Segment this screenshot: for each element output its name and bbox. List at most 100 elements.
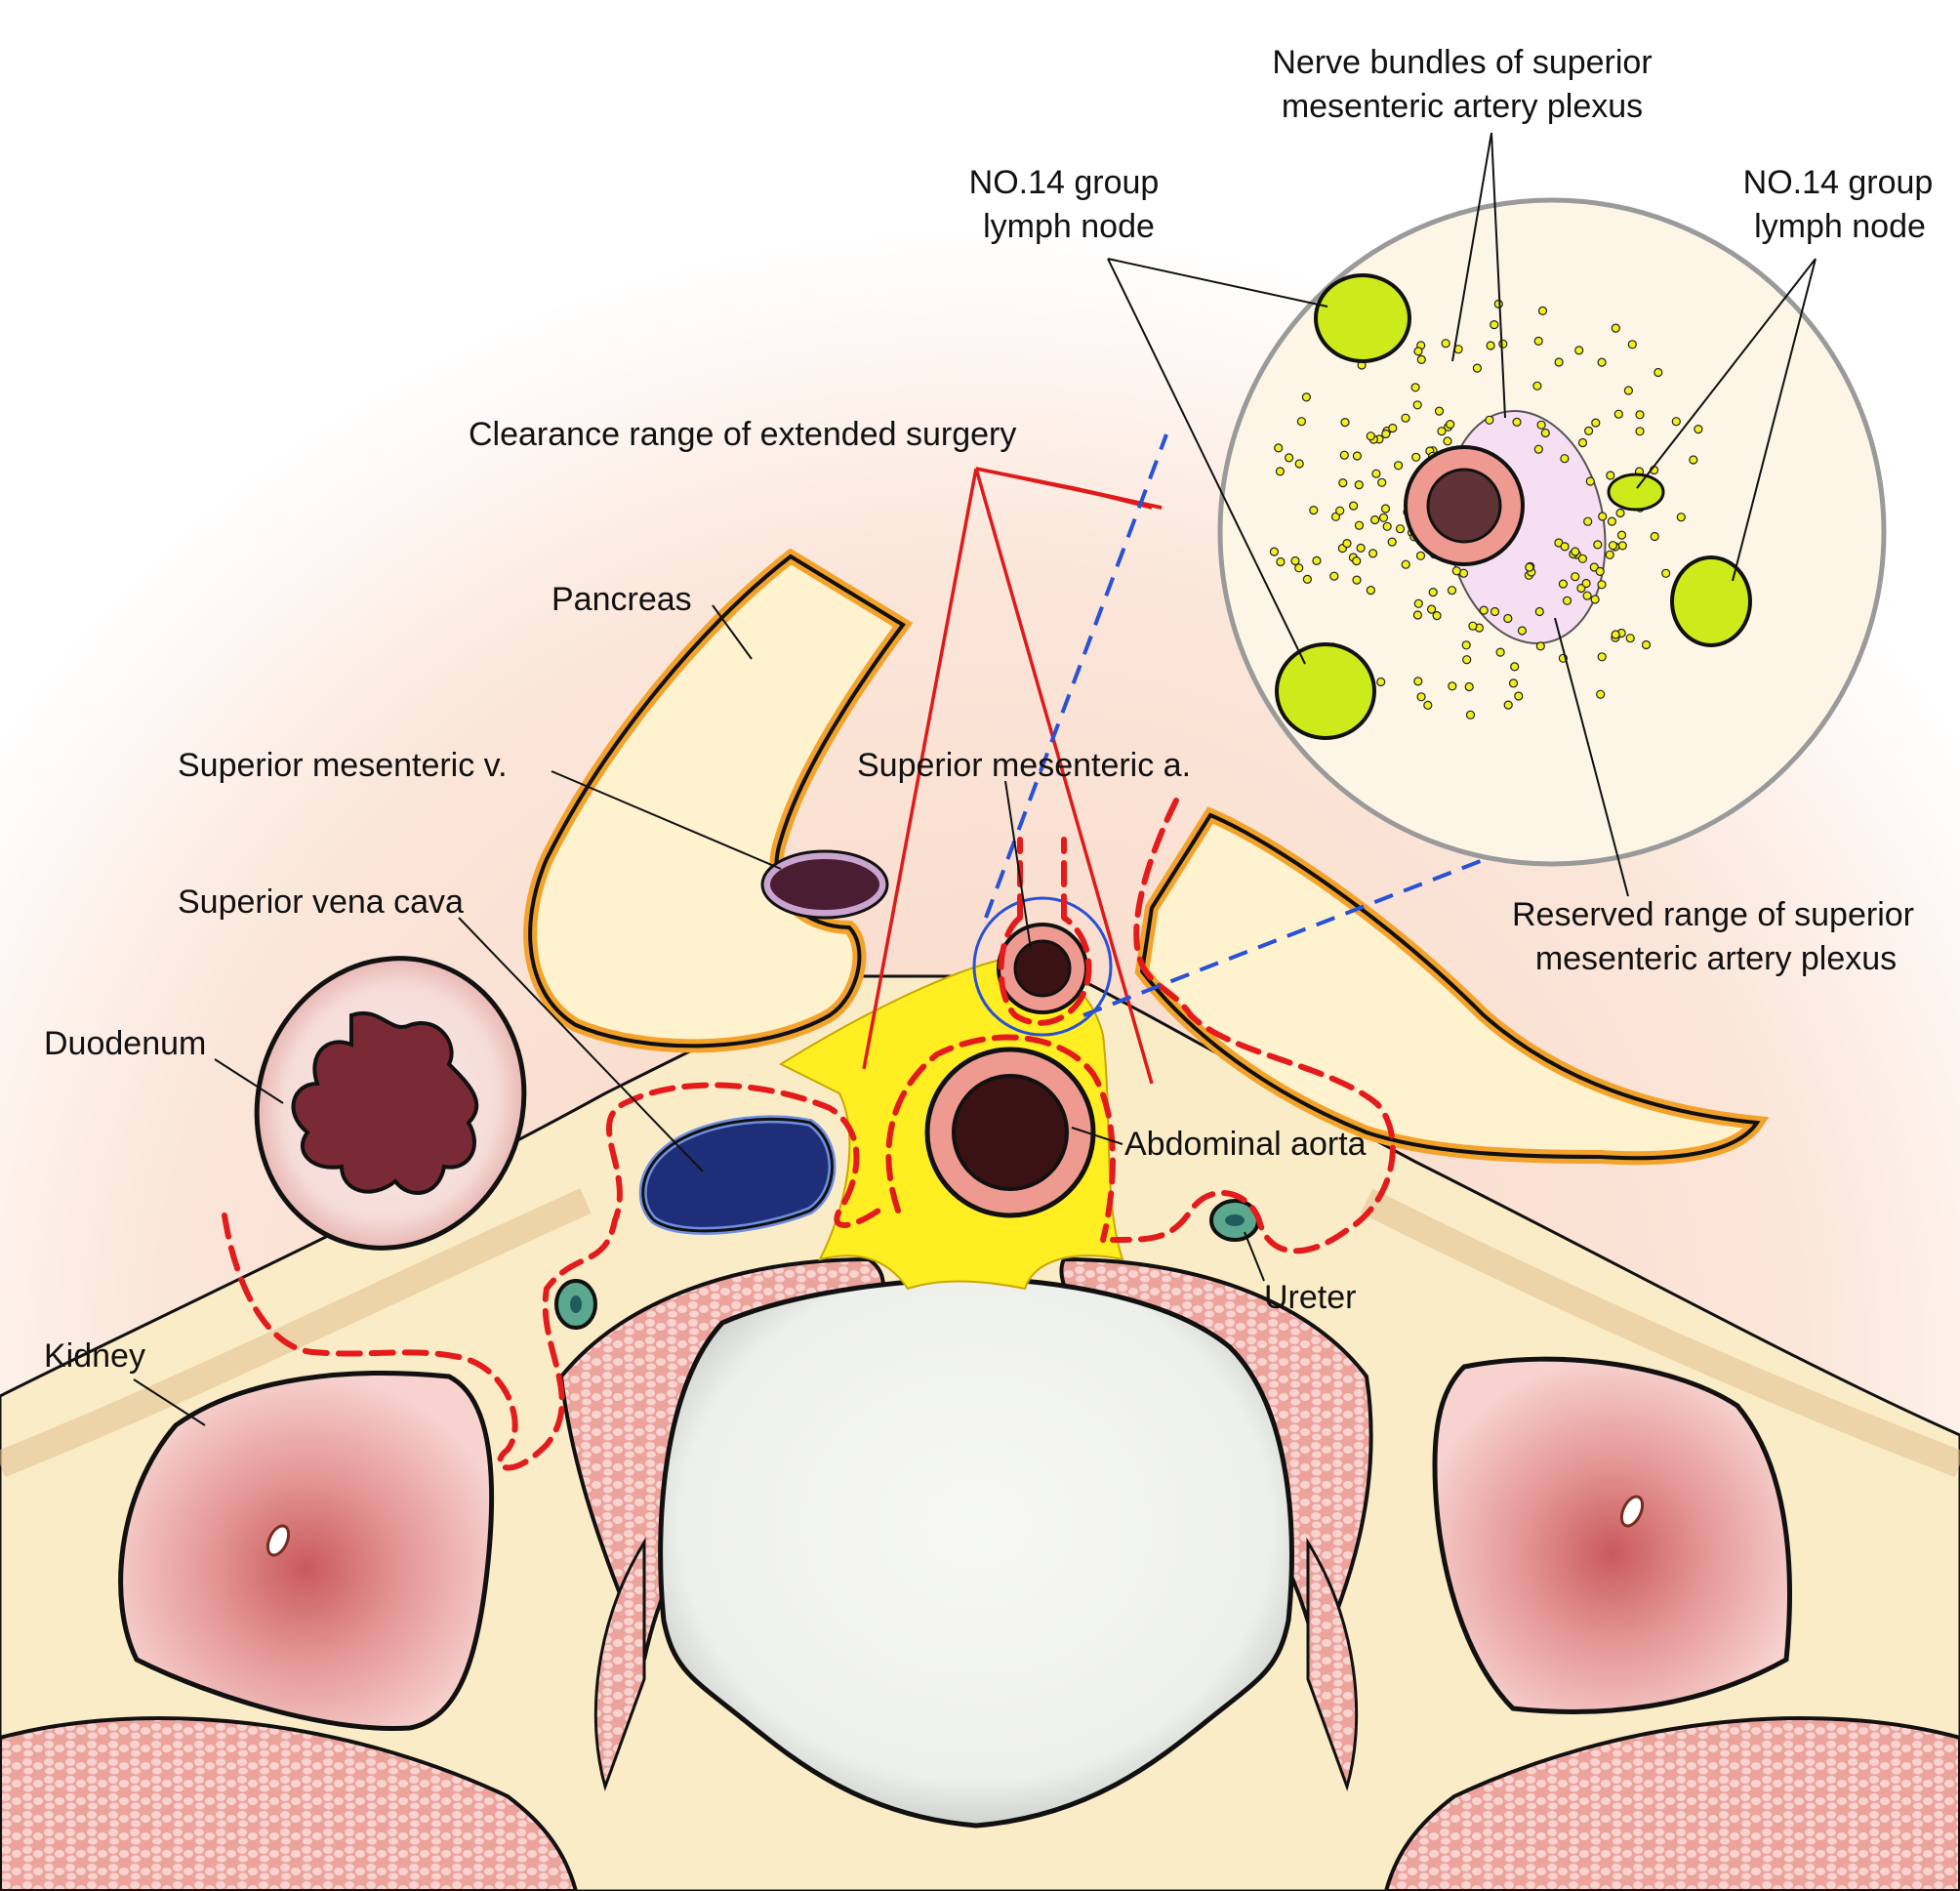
smv-outline [760, 849, 889, 920]
quadratus-muscle-left [593, 1537, 646, 1791]
nerve-bundle-dot [1533, 444, 1543, 454]
ureter-left-lumen [570, 1295, 582, 1313]
nerve-bundle-dot [1577, 554, 1588, 563]
leader-lymph-right [1636, 258, 1817, 582]
nerve-bundle-dot [1606, 471, 1615, 480]
nerve-bundle-dot [1534, 606, 1544, 617]
label-reserved-range-1: Reserved range of superior [1512, 896, 1914, 933]
nerve-bundle-dot [1413, 347, 1423, 356]
nerve-bundle-dot [1366, 585, 1376, 596]
nerve-bundle-dot [1554, 357, 1564, 367]
nerve-bundle-dot [1562, 596, 1572, 605]
clearance-contour-left [222, 1082, 881, 1471]
nerve-bundle-dot [1650, 531, 1659, 542]
nerve-bundle-dot [1595, 566, 1605, 577]
nerve-bundle-dot [1598, 512, 1608, 521]
nerve-bundle-dot [1448, 681, 1457, 691]
nerve-bundle-dot [1301, 392, 1312, 402]
nerve-bundle-dot [1560, 454, 1570, 464]
nerve-bundle-dot [1585, 476, 1595, 486]
nerve-bundle-dot [1597, 357, 1607, 367]
nerve-bundle-dot [1410, 383, 1420, 392]
nerve-bundle-dot [1490, 606, 1500, 617]
nerve-bundle-dot [1354, 520, 1365, 530]
nerve-bundle-dot [1294, 563, 1304, 573]
nerve-bundle-dot [1356, 543, 1366, 554]
nerve-bundle-dot [1577, 437, 1588, 448]
nerve-bundle-dot [1393, 461, 1404, 471]
nerve-bundle-dot [1597, 580, 1607, 590]
nerve-bundle-dot [1395, 524, 1406, 534]
nerve-bundle-dot [1615, 508, 1625, 518]
nerve-bundle-dot [1377, 477, 1387, 487]
nerve-bundle-dot [1581, 578, 1591, 589]
nerve-bundle-dot [1432, 610, 1442, 621]
nerve-bundle-dot [1416, 354, 1426, 364]
nerve-bundle-dot [1593, 540, 1603, 550]
nerve-bundle-dot [1447, 586, 1457, 596]
leader-kidney [133, 1378, 206, 1426]
nerve-bundle-dot [1330, 512, 1341, 521]
leader-nerve-bundles [1451, 132, 1506, 419]
nerve-bundle-dot [1368, 549, 1378, 558]
nerve-bundle-dot [1558, 579, 1569, 589]
label-superior-vena-cava: Superior vena cava [178, 884, 464, 921]
nerve-bundle-dot [1590, 595, 1600, 604]
nerve-bundle-dot [1464, 681, 1474, 692]
label-reserved-range-2: mesenteric artery plexus [1535, 940, 1897, 977]
nerve-bundle-dot [1597, 652, 1607, 662]
nerve-bundle-dot [1426, 604, 1437, 614]
label-lymph-node-left-2: lymph node [983, 208, 1155, 245]
nerve-bundle-dot [1352, 575, 1362, 585]
nerve-bundle-dot [1387, 537, 1397, 547]
label-pancreas: Pancreas [551, 581, 692, 618]
leader-lines [133, 132, 1817, 1426]
abdominal-aorta-lumen [952, 1074, 1069, 1191]
nerve-bundle-dot [1671, 417, 1681, 427]
nerve-bundle-dot [1611, 323, 1620, 333]
leader-sma [1004, 780, 1032, 950]
nerve-bundle-dot [1510, 662, 1520, 672]
nerve-bundle-dot [1416, 692, 1426, 702]
nerve-bundle-dot [1465, 710, 1476, 719]
nerve-bundle-dot [1294, 459, 1304, 469]
renal-pelvis-left [265, 1524, 291, 1557]
nerve-bundle-dots [1269, 299, 1703, 719]
leader-vena-cava [458, 917, 704, 1172]
lymph-node-1 [1314, 273, 1411, 363]
nerve-bundle-dot [1641, 639, 1652, 650]
nerve-bundle-dot [1382, 521, 1392, 531]
nerve-bundle-dot [1571, 572, 1580, 582]
nerve-bundle-dot [1689, 455, 1698, 465]
label-ureter: Ureter [1264, 1279, 1356, 1316]
nerve-bundle-dot [1485, 415, 1494, 425]
nerve-bundle-dot [1388, 423, 1398, 433]
back-muscle-left [0, 1716, 579, 1891]
nerve-bundle-dot [1535, 641, 1545, 651]
kidney-left [118, 1371, 495, 1731]
nerve-bundle-dot [1354, 480, 1364, 490]
nerve-bundle-dot [1574, 346, 1584, 355]
nerve-bundle-dot [1434, 406, 1445, 416]
nerve-bundle-dot [1309, 505, 1319, 515]
nerve-bundle-dot [1378, 513, 1389, 522]
nerve-bundle-dot [1571, 547, 1580, 556]
nerve-bundle-dot [1443, 436, 1452, 446]
nerve-bundle-dot [1276, 556, 1286, 567]
nerve-bundle-dot [1338, 478, 1348, 488]
nerve-bundle-dot [1582, 591, 1592, 600]
duodenum-lumen [291, 1011, 479, 1195]
renal-pelvis-right [1619, 1495, 1645, 1528]
nerve-bundle-dot [1583, 426, 1594, 435]
label-duodenum: Duodenum [44, 1025, 206, 1062]
nerve-bundle-dot [1676, 513, 1686, 522]
nerve-bundle-dot [1352, 555, 1362, 566]
nerve-bundle-dot [1613, 409, 1623, 419]
nerve-bundle-dot [1536, 420, 1546, 430]
nerve-bundle-dot [1616, 530, 1627, 540]
nerve-bundle-dot [1654, 367, 1663, 378]
leader-lymph-left [1107, 258, 1328, 665]
clearance-leader-to-inset [975, 467, 1163, 510]
nerve-bundle-dot [1415, 551, 1426, 560]
